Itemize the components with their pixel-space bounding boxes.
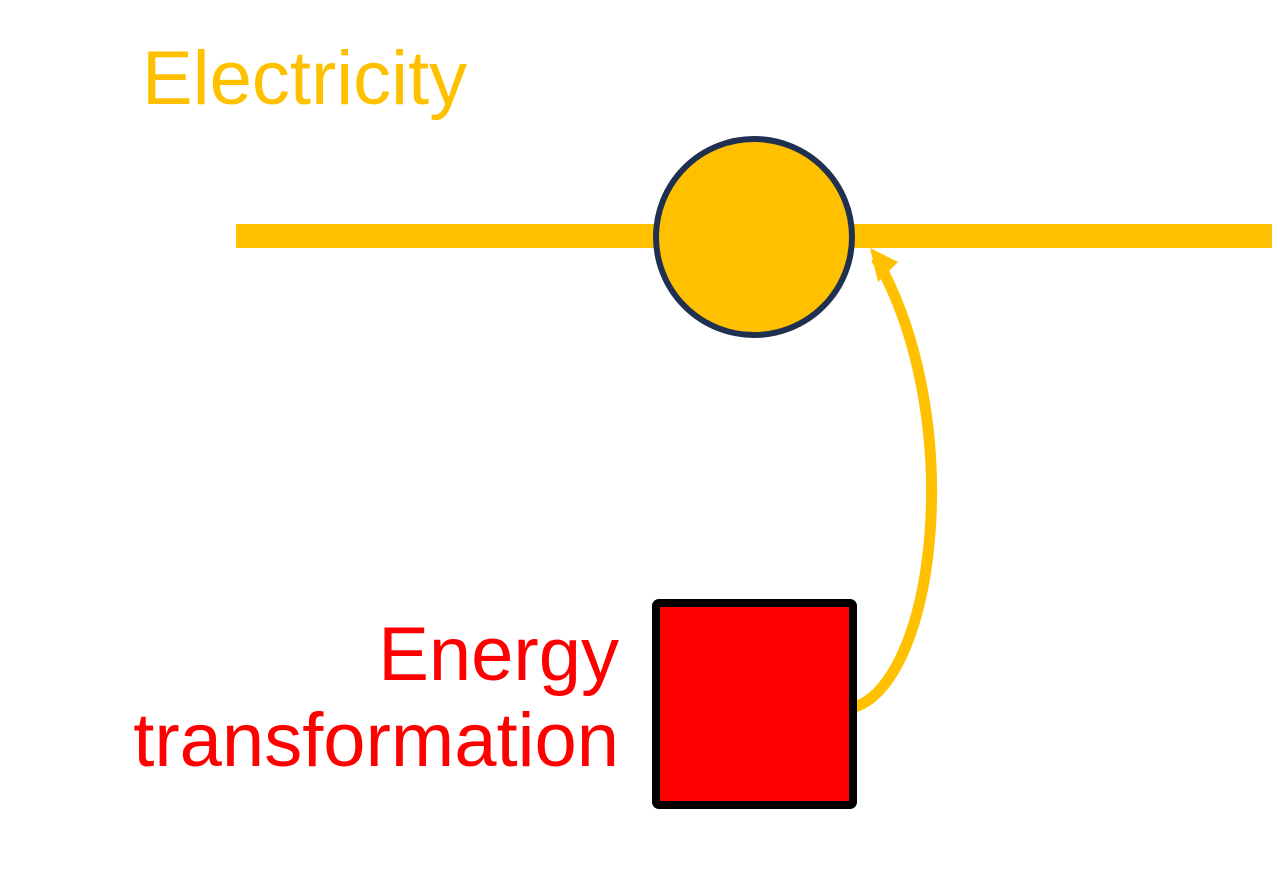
electricity-label: Electricity xyxy=(142,36,468,121)
energy-transformation-box xyxy=(652,599,857,809)
energy-transformation-label: Energy transformation xyxy=(133,612,619,784)
flow-arrowhead xyxy=(870,248,898,282)
energy-transformation-label-line1: Energy xyxy=(378,612,619,697)
energy-transformation-label-line2: transformation xyxy=(133,698,619,783)
electricity-bus-node xyxy=(653,136,855,338)
flow-arrow-line xyxy=(852,255,938,713)
